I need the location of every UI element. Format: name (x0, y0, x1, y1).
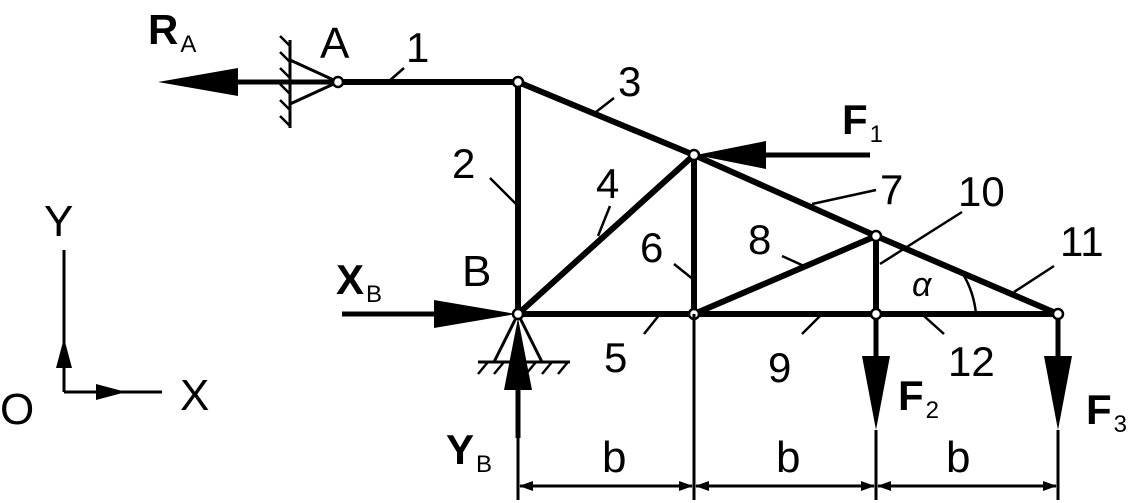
leader-11 (1013, 264, 1055, 294)
force-ra-arrow (158, 68, 338, 96)
dim-label-b3: b (946, 433, 970, 482)
member-label-2: 2 (452, 140, 475, 187)
member-label-8: 8 (748, 216, 771, 263)
leader-7 (811, 188, 877, 206)
member-label-10: 10 (958, 168, 1005, 215)
member-label-12: 12 (948, 338, 995, 385)
member-label-7: 7 (880, 166, 903, 213)
member-4 (515, 152, 697, 317)
label-xb: XB (336, 256, 382, 308)
joint-f2 (869, 307, 883, 321)
member-7 (691, 152, 879, 239)
member-label-3: 3 (618, 58, 641, 105)
joint-a (331, 75, 345, 89)
axis-y-label: Y (44, 197, 73, 246)
label-yb: YB (446, 426, 492, 478)
member-3 (515, 79, 697, 158)
force-yb-arrow (504, 318, 532, 438)
label-f3: F3 (1086, 386, 1127, 438)
joint-top-left (511, 75, 525, 89)
member-11 (873, 233, 1061, 317)
alpha-arc (961, 273, 978, 315)
axis-origin-label: O (0, 385, 34, 434)
force-f3-arrow (1044, 314, 1072, 430)
member-label-4: 4 (596, 160, 619, 207)
joint-f1 (687, 148, 701, 162)
member-label-5: 5 (604, 334, 627, 381)
member-8 (691, 233, 879, 317)
member-label-1: 1 (406, 24, 429, 71)
label-a: A (320, 19, 350, 68)
dim-label-b2: b (776, 433, 800, 482)
leader-10 (879, 210, 963, 266)
leader-2 (489, 177, 519, 207)
member-label-11: 11 (1060, 218, 1104, 265)
label-b: B (462, 247, 491, 296)
label-f2: F2 (898, 372, 939, 424)
leader-12 (923, 315, 945, 335)
leader-4 (596, 205, 612, 237)
joint-b (511, 307, 525, 321)
leader-8 (781, 254, 805, 268)
support-a (279, 35, 339, 128)
member-label-6: 6 (640, 224, 663, 271)
leader-6 (673, 263, 695, 281)
leader-5 (643, 313, 661, 335)
label-f1: F1 (842, 96, 883, 148)
axis-x-label: X (180, 371, 209, 420)
joint-tip (1051, 307, 1065, 321)
member-label-9: 9 (768, 344, 791, 391)
coordinate-axes (56, 250, 162, 400)
leader-1 (387, 67, 405, 83)
leader-3 (595, 97, 615, 113)
force-xb-arrow (342, 300, 516, 328)
joint-upper-right (869, 229, 883, 243)
label-ra: RA (148, 6, 196, 58)
force-f1-arrow (696, 141, 870, 169)
force-f2-arrow (862, 314, 890, 430)
label-alpha: α (912, 266, 933, 304)
leader-9 (801, 315, 821, 335)
dim-label-b1: b (602, 433, 626, 482)
